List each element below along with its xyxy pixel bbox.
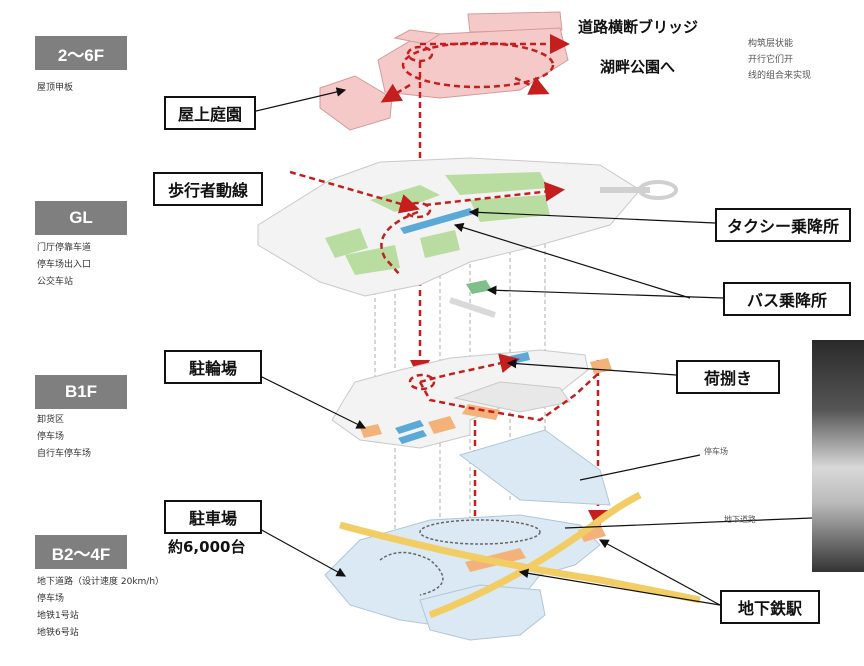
- level-badge-b2-b4f: B2～4F: [35, 535, 127, 569]
- callout-loading: 荷捌き: [676, 360, 780, 394]
- callout-rooftop-garden: 屋上庭園: [164, 96, 256, 130]
- level-badge-gl: GL: [35, 201, 127, 235]
- roof-pedestrian-route: [380, 34, 570, 103]
- level-notes-roof: 屋顶甲板: [37, 80, 73, 97]
- parking-count-label: 約6,000台: [168, 538, 246, 556]
- bridge-label: 道路横断ブリッジ: [578, 18, 699, 36]
- level-badge-b1f: B1F: [35, 375, 127, 409]
- right-note: 线的组合来实现: [748, 71, 812, 81]
- callout-subway: 地下鉄駅: [720, 590, 820, 624]
- roof-deck-level: [319, 11, 569, 131]
- leader-lines: [251, 87, 813, 606]
- level-note: 地铁1号站: [37, 611, 79, 621]
- level-note: 地下道路（设计速度 20km/h）: [37, 577, 165, 587]
- level-notes-b2-b4f: 地下道路（设计速度 20km/h） 停车场 地铁1号站 地铁6号站: [37, 574, 164, 642]
- underground-road-photo: [812, 340, 864, 572]
- callout-bicycle-parking: 駐輪場: [164, 350, 262, 384]
- right-note: 构筑层状能: [748, 39, 794, 49]
- lakeside-label: 湖畔公園へ: [600, 58, 676, 76]
- gl-pedestrian-route: [289, 170, 565, 276]
- level-notes-b1f: 卸货区 停车场 自行车停车场: [37, 412, 91, 463]
- level-note: 自行车停车场: [37, 449, 92, 459]
- right-note: 开行它们开: [748, 55, 794, 65]
- level-note: 停车场出入口: [37, 260, 92, 270]
- level-note: 地铁6号站: [37, 628, 79, 638]
- b1f-level: [331, 349, 612, 506]
- b2-b4f-level: [324, 491, 701, 641]
- level-note: 门厅停靠车道: [37, 243, 92, 253]
- callout-car-parking: 駐車場: [164, 500, 262, 534]
- level-note: 停车场: [37, 432, 65, 442]
- level-notes-gl: 门厅停靠车道 停车场出入口 公交车站: [37, 240, 91, 291]
- right-notes: 构筑层状能 开行它们开 线的组合来实现: [748, 36, 811, 84]
- level-note: 公交车站: [37, 277, 74, 287]
- level-note: 屋顶甲板: [37, 83, 74, 93]
- callout-taxi: タクシー乗降所: [715, 208, 851, 242]
- callout-pedestrian-flow: 歩行者動線: [153, 172, 263, 206]
- parking-lot-note: 停车场: [704, 447, 728, 456]
- level-badge-roof: 2～6F: [35, 36, 127, 70]
- underground-road-note: 地下道路: [724, 515, 756, 524]
- callout-bus: バス乗降所: [723, 282, 851, 316]
- b1f-route: [408, 353, 601, 422]
- level-note: 卸货区: [37, 415, 65, 425]
- level-note: 停车场: [37, 594, 65, 604]
